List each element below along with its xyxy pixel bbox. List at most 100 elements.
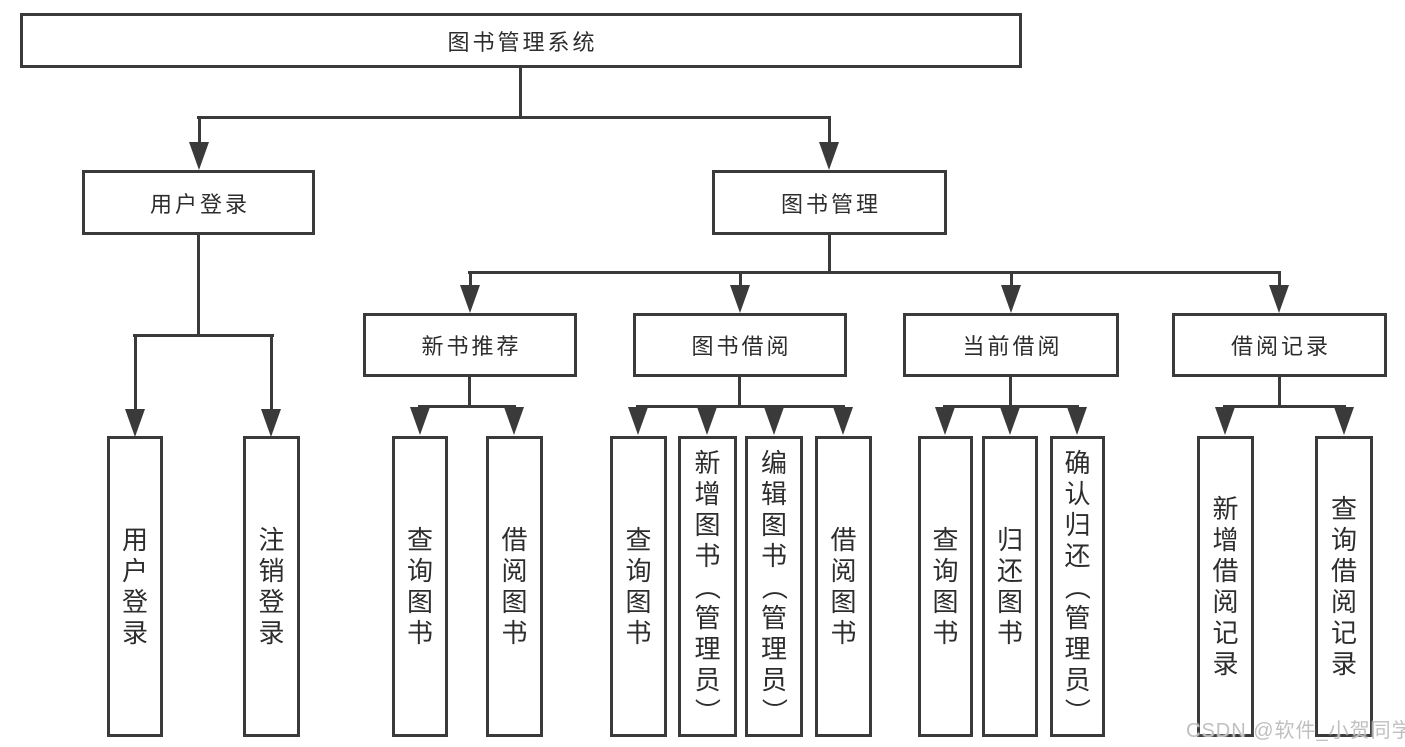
vertical-char: 图 (694, 509, 721, 540)
connector-vline (197, 233, 200, 336)
vertical-char: 阅 (501, 556, 528, 586)
vertical-char: 查 (625, 525, 652, 555)
leaf-confirm-return-admin-label: 确认归还（管理员） (1062, 450, 1093, 724)
vertical-char: 用 (121, 525, 148, 555)
vertical-char: 书 (694, 540, 721, 571)
arrowhead-icon (410, 407, 430, 435)
node-user-login-label: 用户登录 (149, 191, 250, 217)
leaf-borrow-books-borrowing: 借阅图书 (815, 436, 872, 737)
connector-vline (519, 66, 522, 119)
vertical-char: 员 (760, 664, 787, 695)
connector-hline (197, 116, 831, 119)
leaf-add-books-admin: 新增图书（管理员） (678, 436, 737, 737)
leaf-query-books-borrowing-label: 查询图书 (625, 527, 651, 646)
arrowhead-icon (460, 285, 480, 313)
vertical-char: 录 (1330, 649, 1357, 679)
vertical-char: 图 (932, 587, 959, 617)
vertical-char: 理 (760, 633, 787, 664)
vertical-char: 书 (406, 618, 433, 648)
vertical-char: 理 (1064, 633, 1091, 664)
leaf-user-login-label: 用户登录 (122, 527, 148, 646)
leaf-add-borrow-record-label: 新增借阅记录 (1212, 496, 1238, 677)
connector-hline (133, 334, 274, 337)
vertical-char: 借 (830, 525, 857, 555)
arrowhead-icon (935, 407, 955, 435)
vertical-char: 员 (694, 664, 721, 695)
arrowhead-icon (1269, 285, 1289, 313)
vertical-char: 借 (1330, 556, 1357, 586)
leaf-borrow-books-recommend-label: 借阅图书 (501, 527, 527, 646)
arrow-shaft (198, 117, 201, 144)
leaf-logout-label: 注销登录 (258, 527, 284, 646)
vertical-char: 增 (1212, 525, 1239, 555)
vertical-char: 查 (406, 525, 433, 555)
vertical-char: 询 (1330, 525, 1357, 555)
arrow-shaft (270, 335, 273, 411)
vertical-char: 询 (932, 556, 959, 586)
leaf-query-books-recommend: 查询图书 (392, 436, 448, 737)
arrow-shaft (739, 272, 742, 287)
vertical-char: （ (758, 573, 789, 600)
vertical-char: 管 (694, 602, 721, 633)
vertical-char: 管 (1064, 602, 1091, 633)
leaf-query-borrow-record-label: 查询借阅记录 (1331, 496, 1357, 677)
leaf-query-books-recommend-label: 查询图书 (407, 527, 433, 646)
connector-vline (1278, 375, 1281, 408)
leaf-query-books-current: 查询图书 (918, 436, 973, 737)
connector-vline (468, 375, 471, 408)
node-root-label: 图书管理系统 (447, 29, 598, 55)
vertical-char: 询 (406, 556, 433, 586)
arrow-shaft (1278, 272, 1281, 287)
arrowhead-icon (819, 142, 839, 170)
vertical-char: 查 (932, 525, 959, 555)
vertical-char: 记 (1330, 618, 1357, 648)
vertical-char: 辑 (760, 478, 787, 509)
vertical-char: 图 (830, 587, 857, 617)
arrowhead-icon (833, 407, 853, 435)
vertical-char: 归 (996, 525, 1023, 555)
arrowhead-icon (1000, 407, 1020, 435)
vertical-char: 阅 (1330, 587, 1357, 617)
vertical-char: 阅 (1212, 587, 1239, 617)
vertical-char: 借 (501, 525, 528, 555)
arrowhead-icon (189, 142, 209, 170)
leaf-confirm-return-admin: 确认归还（管理员） (1050, 436, 1105, 737)
vertical-char: （ (1062, 573, 1093, 600)
vertical-char: 管 (760, 602, 787, 633)
connector-hline (943, 405, 1079, 408)
arrowhead-icon (1334, 407, 1354, 435)
node-current-borrowing-label: 当前借阅 (962, 334, 1063, 359)
leaf-edit-books-admin: 编辑图书（管理员） (745, 436, 803, 737)
arrowhead-icon (504, 407, 524, 435)
node-book-management: 图书管理 (712, 170, 947, 235)
vertical-char: 书 (996, 618, 1023, 648)
node-book-borrowing-label: 图书借阅 (691, 334, 792, 359)
leaf-logout: 注销登录 (243, 436, 300, 737)
vertical-char: ） (1062, 697, 1093, 724)
connector-vline (828, 233, 831, 274)
arrowhead-icon (764, 407, 784, 435)
leaf-add-borrow-record: 新增借阅记录 (1197, 436, 1254, 737)
arrowhead-icon (1067, 407, 1087, 435)
vertical-char: 书 (830, 618, 857, 648)
node-current-borrowing: 当前借阅 (903, 313, 1119, 377)
vertical-char: 销 (258, 556, 285, 586)
vertical-char: （ (692, 573, 723, 600)
vertical-char: 询 (625, 556, 652, 586)
leaf-edit-books-admin-label: 编辑图书（管理员） (758, 450, 789, 724)
vertical-char: 记 (1212, 618, 1239, 648)
vertical-char: 书 (760, 540, 787, 571)
vertical-char: 注 (258, 525, 285, 555)
arrowhead-icon (261, 409, 281, 437)
node-new-book-recommendation: 新书推荐 (363, 313, 577, 377)
vertical-char: 增 (694, 478, 721, 509)
watermark: CSDN @软件_小贺同学 (1186, 720, 1405, 742)
vertical-char: 录 (1212, 649, 1239, 679)
node-new-book-recommendation-label: 新书推荐 (421, 334, 522, 359)
vertical-char: ） (758, 697, 789, 724)
vertical-char: 户 (121, 556, 148, 586)
arrowhead-icon (730, 285, 750, 313)
vertical-char: 登 (258, 587, 285, 617)
node-user-login: 用户登录 (82, 170, 315, 235)
